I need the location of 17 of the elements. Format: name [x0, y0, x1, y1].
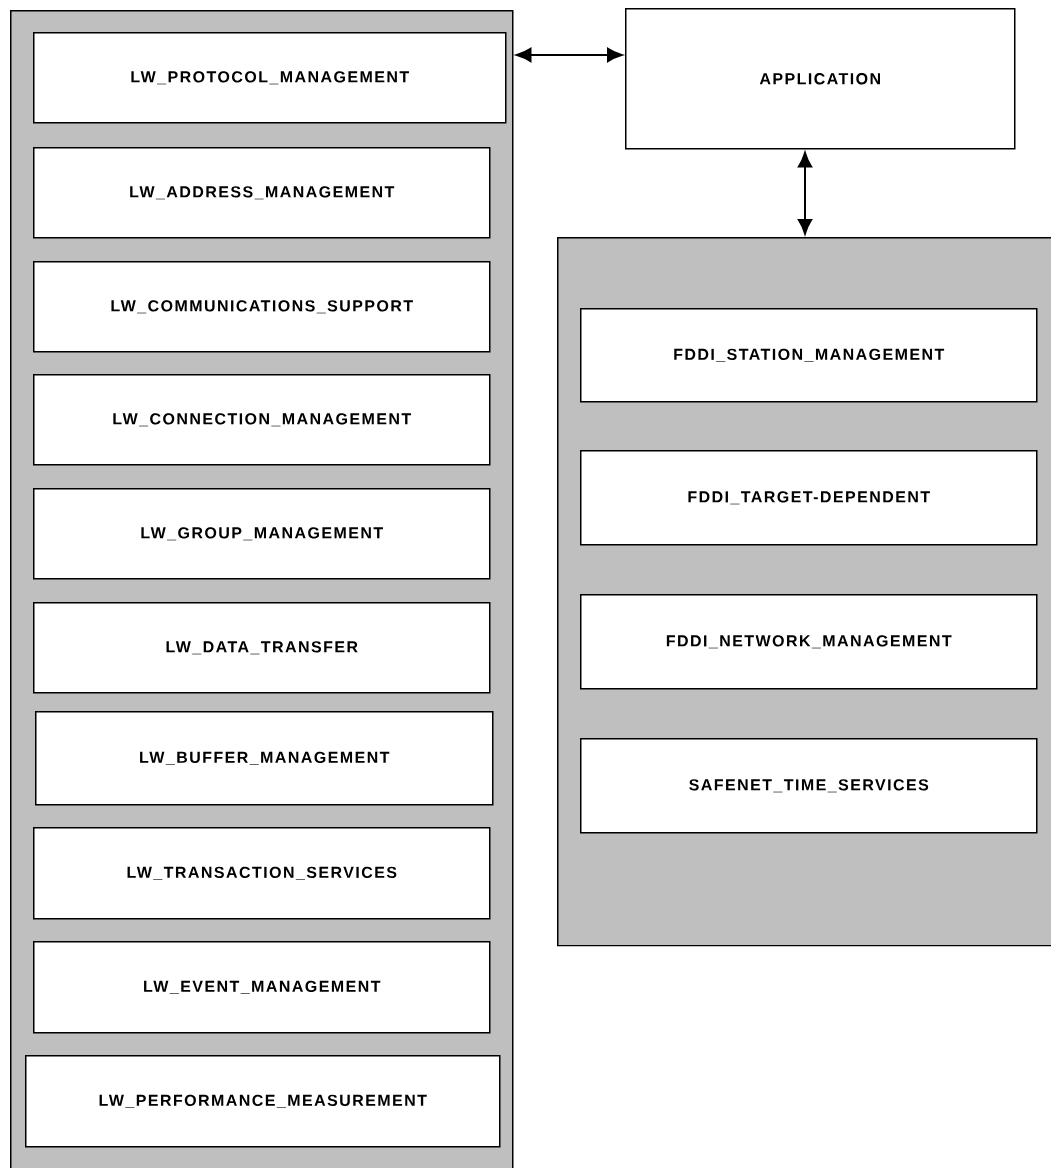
module-box: LW_TRANSACTION_SERVICES — [33, 827, 491, 920]
module-box: LW_CONNECTION_MANAGEMENT — [33, 374, 491, 466]
module-box: LW_COMMUNICATIONS_SUPPORT — [33, 261, 491, 353]
module-box: LW_ADDRESS_MANAGEMENT — [33, 147, 491, 239]
module-box: LW_BUFFER_MANAGEMENT — [35, 711, 494, 806]
arrow — [797, 152, 813, 235]
module-box: APPLICATION — [625, 8, 1016, 150]
module-box: LW_PERFORMANCE_MEASUREMENT — [25, 1055, 501, 1148]
module-box: FDDI_STATION_MANAGEMENT — [580, 308, 1038, 403]
module-box: LW_GROUP_MANAGEMENT — [33, 488, 491, 580]
module-box: FDDI_NETWORK_MANAGEMENT — [580, 594, 1038, 690]
module-box: LW_PROTOCOL_MANAGEMENT — [33, 32, 507, 124]
module-box: SAFENET_TIME_SERVICES — [580, 738, 1038, 834]
module-box: LW_EVENT_MANAGEMENT — [33, 941, 491, 1034]
module-box: LW_DATA_TRANSFER — [33, 602, 491, 694]
arrow — [516, 47, 623, 63]
module-box: FDDI_TARGET-DEPENDENT — [580, 450, 1038, 546]
